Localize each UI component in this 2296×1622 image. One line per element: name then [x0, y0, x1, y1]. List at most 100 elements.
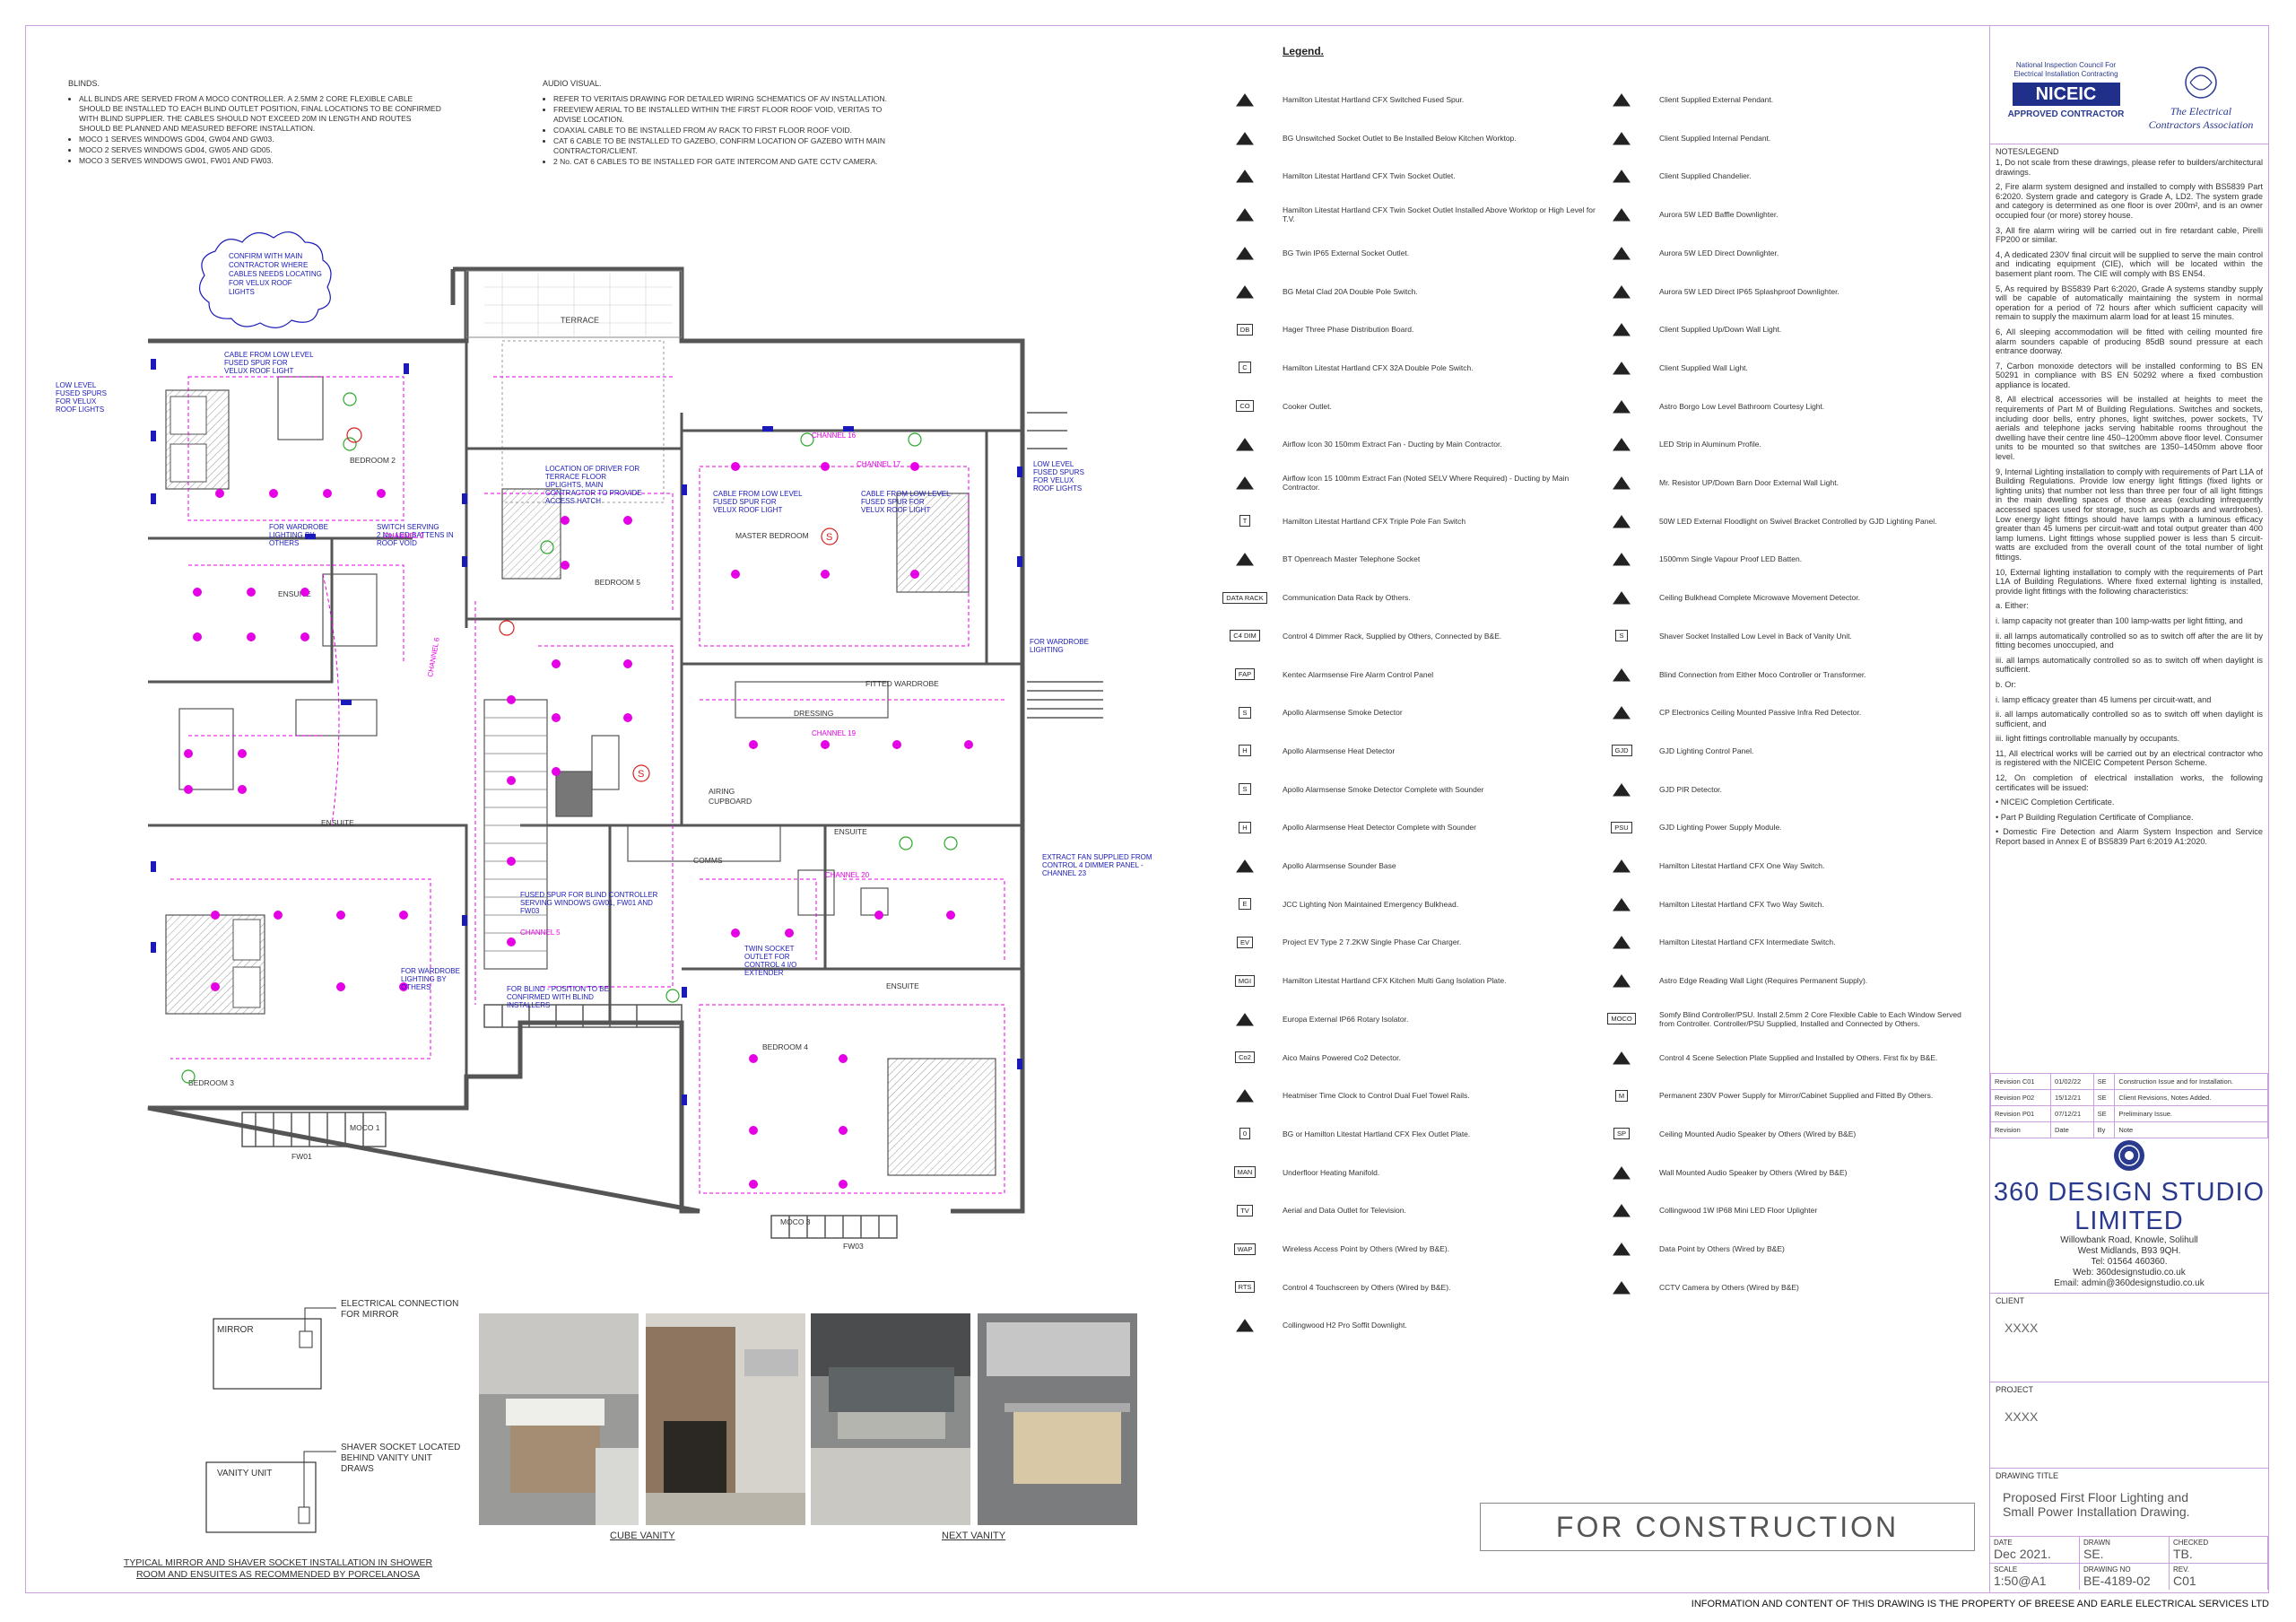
- notes-heading: NOTES/LEGEND: [1996, 147, 2059, 156]
- legend-description: Hamilton Litestat Hartland CFX Triple Po…: [1283, 516, 1466, 526]
- legend-description: Hamilton Litestat Hartland CFX Switched …: [1283, 95, 1465, 104]
- legend-item: Collingwood 1W IP68 Mini LED Floor Uplig…: [1596, 1191, 1973, 1229]
- courtesy-light-icon: [1596, 393, 1647, 420]
- note-item: 1, Do not scale from these drawings, ple…: [1996, 158, 2263, 177]
- legend-description: JCC Lighting Non Maintained Emergency Bu…: [1283, 899, 1459, 909]
- cooker-outlet-icon: CO: [1220, 393, 1270, 420]
- legend-description: GJD Lighting Control Panel.: [1659, 746, 1754, 755]
- psu-module-icon: PSU: [1596, 814, 1647, 841]
- legend-description: Project EV Type 2 7.2KW Single Phase Car…: [1283, 937, 1462, 947]
- legend-item: CP Electronics Ceiling Mounted Passive I…: [1596, 693, 1973, 731]
- legend-description: 1500mm Single Vapour Proof LED Batten.: [1659, 554, 1803, 564]
- notes-section: NOTES/LEGEND: [1990, 144, 2268, 159]
- room-label-ensuite: ENSUITE: [321, 818, 354, 827]
- note-item: iii. all lamps automatically controlled …: [1996, 655, 2263, 675]
- eca-logo-icon: [2185, 66, 2217, 99]
- extract-fan-icon: [1220, 431, 1270, 458]
- legend-symbol-text: PSU: [1611, 821, 1632, 833]
- company-block: 360 DESIGN STUDIO LIMITED Willowbank Roa…: [1990, 1138, 2268, 1289]
- note-item: 8, All electrical accessories will be in…: [1996, 395, 2263, 462]
- legend-symbol-text: H: [1239, 821, 1251, 833]
- legend-description: Aurora 5W LED Direct Downlighter.: [1659, 248, 1779, 257]
- window-fins: [241, 1004, 898, 1239]
- legend-item: Hamilton Litestat Hartland CFX Twin Sock…: [1220, 157, 1596, 195]
- legend-description: Hamilton Litestat Hartland CFX Kitchen M…: [1283, 976, 1507, 986]
- legend-symbol-text: GJD: [1611, 745, 1632, 757]
- legend-description: 50W LED External Floodlight on Swivel Br…: [1659, 516, 1937, 526]
- legend-item: Hamilton Litestat Hartland CFX Two Way S…: [1596, 885, 1973, 923]
- window-label-fw03: FW03: [843, 1242, 864, 1251]
- revision-date: 15/12/21: [2049, 1089, 2094, 1106]
- legend-description: Apollo Alarmsense Smoke Detector: [1283, 708, 1403, 718]
- revision-by: SE: [2092, 1105, 2116, 1122]
- client-value: XXXX: [2005, 1321, 2039, 1335]
- av-note: COAXIAL CABLE TO BE INSTALLED FROM AV RA…: [553, 126, 901, 135]
- date-label: DATE: [1994, 1539, 2013, 1547]
- legend-item: Data Point by Others (Wired by B&E): [1596, 1230, 1973, 1268]
- approved-contractor: APPROVED CONTRACTOR: [2007, 109, 2125, 119]
- tv-outlet-icon: TV: [1220, 1197, 1270, 1224]
- ceiling-speaker-icon: SP: [1596, 1121, 1647, 1147]
- note-item: 12, On completion of electrical installa…: [1996, 773, 2263, 792]
- legend-item: Collingwood H2 Pro Soffit Downlight.: [1220, 1306, 1596, 1344]
- external-fins: [1027, 412, 1103, 719]
- ip65-socket-icon: [1220, 240, 1270, 266]
- vanity-photo: [479, 1313, 639, 1525]
- smoke-detectors: [346, 427, 839, 782]
- revision-date: Date: [2049, 1121, 2094, 1138]
- blind-controller-icon: MOCO: [1596, 1006, 1647, 1033]
- data-rack-icon: DATA RACK: [1220, 584, 1270, 611]
- drawing-sheet: [25, 25, 2269, 1593]
- eca-text: Contractors Association: [2148, 118, 2254, 131]
- note-item: 9, Internal Lighting installation to com…: [1996, 467, 2263, 562]
- note-item: 7, Carbon monoxide detectors will be ins…: [1996, 361, 2263, 389]
- note-item: • Part P Building Regulation Certificate…: [1996, 812, 2194, 822]
- legend-symbol-text: E: [1239, 898, 1251, 911]
- notes-list: 1, Do not scale from these drawings, ple…: [1996, 158, 2263, 852]
- legend-item: Hamilton Litestat Hartland CFX One Way S…: [1596, 847, 1973, 885]
- wall-speaker-icon: [1596, 1159, 1647, 1186]
- twin-socket-high-icon: [1220, 201, 1270, 228]
- legend-item: Control 4 Scene Selection Plate Supplied…: [1596, 1039, 1973, 1077]
- company-address: West Midlands, B93 9QH.: [2077, 1246, 2181, 1256]
- checked-label: CHECKED: [2173, 1539, 2209, 1547]
- blinds-notes: BLINDS. ALL BLINDS ARE SERVED FROM A MOC…: [68, 79, 445, 167]
- wall-light-icon: [1596, 354, 1647, 381]
- note-item: ii. all lamps automatically controlled s…: [1996, 710, 2263, 728]
- legend-symbol-text: TV: [1237, 1204, 1253, 1216]
- legend-description: Apollo Alarmsense Smoke Detector Complet…: [1283, 784, 1484, 794]
- legend-symbol-text: C: [1239, 362, 1251, 374]
- company-address: Willowbank Road, Knowle, Solihull: [2060, 1235, 2198, 1245]
- shaver-socket-icon: S: [1596, 623, 1647, 650]
- vanity-photo: [811, 1313, 970, 1525]
- co2-detector-icon: Co2: [1220, 1044, 1270, 1071]
- channel-label: CHANNEL 20: [825, 871, 870, 879]
- room-label-fitted-wardrobe: FITTED WARDROBE: [865, 679, 939, 688]
- revision-note: Note: [2114, 1121, 2268, 1138]
- terrace-grid: [484, 274, 673, 337]
- legend-item: Ceiling Bulkhead Complete Microwave Move…: [1596, 579, 1973, 616]
- legend-description: Aerial and Data Outlet for Television.: [1283, 1206, 1406, 1216]
- drawing-title-section: DRAWING TITLE Proposed First Floor Light…: [1990, 1468, 2268, 1537]
- internal-pendant-icon: [1596, 125, 1647, 152]
- legend-item: Client Supplied Internal Pendant.: [1596, 119, 1973, 157]
- niceic-text: National Inspection Council For: [2015, 61, 2117, 69]
- date-value: Dec 2021.: [1994, 1547, 2051, 1561]
- project-section: PROJECT XXXX: [1990, 1382, 2268, 1469]
- interior-walls: [148, 341, 1022, 1108]
- legend-symbol-text: MOCO: [1607, 1013, 1636, 1025]
- legend-symbol-text: S: [1615, 630, 1628, 642]
- drawn-value: SE.: [2083, 1547, 2104, 1561]
- legend-description: Hamilton Litestat Hartland CFX Intermedi…: [1659, 937, 1836, 947]
- manifold-icon: MAN: [1220, 1159, 1270, 1186]
